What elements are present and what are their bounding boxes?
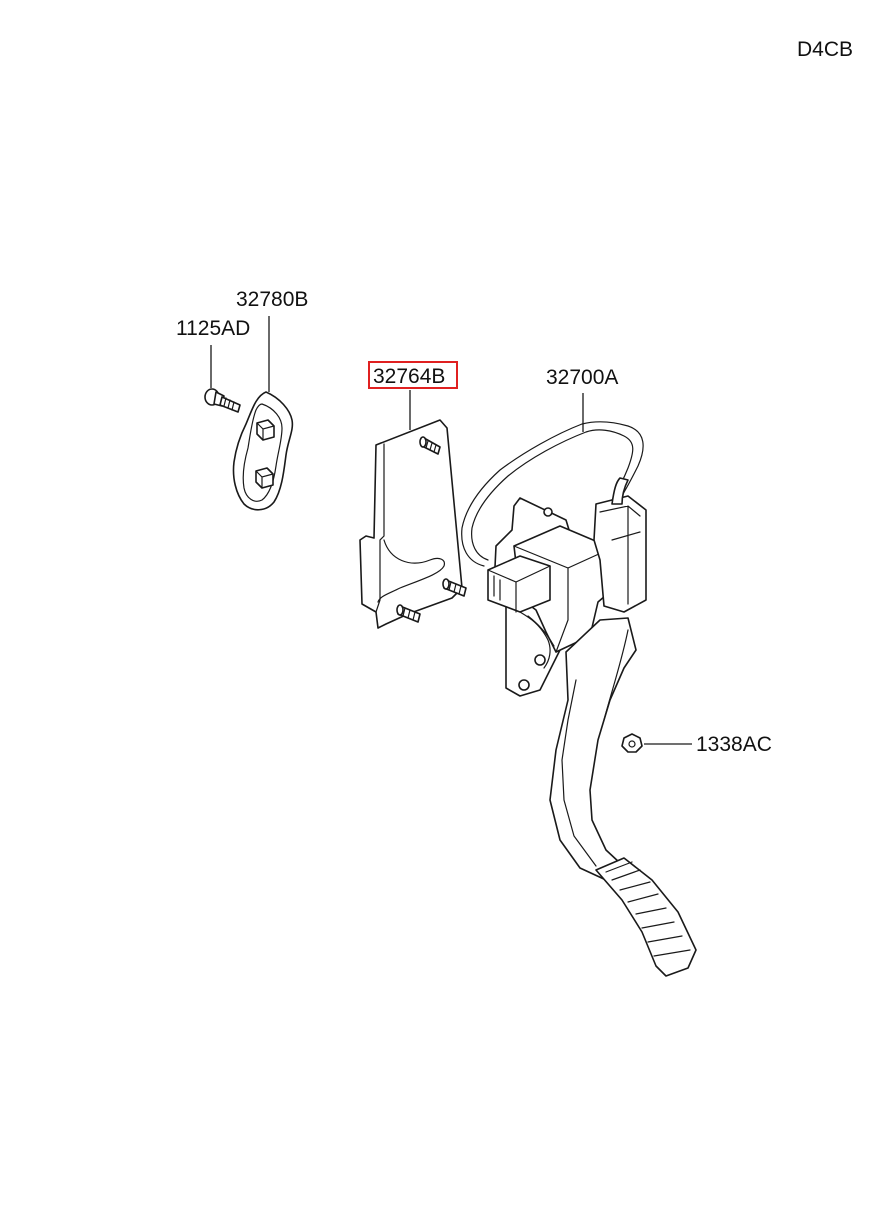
- bracket-label[interactable]: 32764B: [373, 365, 445, 388]
- bolt-label: 1125AD: [176, 317, 250, 340]
- bolt-part[interactable]: [204, 388, 241, 413]
- pedal-label: 32700A: [546, 366, 618, 389]
- gasket-plate-part[interactable]: [232, 391, 294, 511]
- accelerator-pedal-part[interactable]: [461, 421, 697, 977]
- bracket-part[interactable]: [359, 419, 467, 629]
- diagram-code: D4CB: [797, 38, 853, 61]
- bracket-label-highlight: [368, 361, 458, 389]
- nut-label: 1338AC: [696, 733, 772, 756]
- nut-part[interactable]: [621, 733, 643, 753]
- gasket-label: 32780B: [236, 288, 308, 311]
